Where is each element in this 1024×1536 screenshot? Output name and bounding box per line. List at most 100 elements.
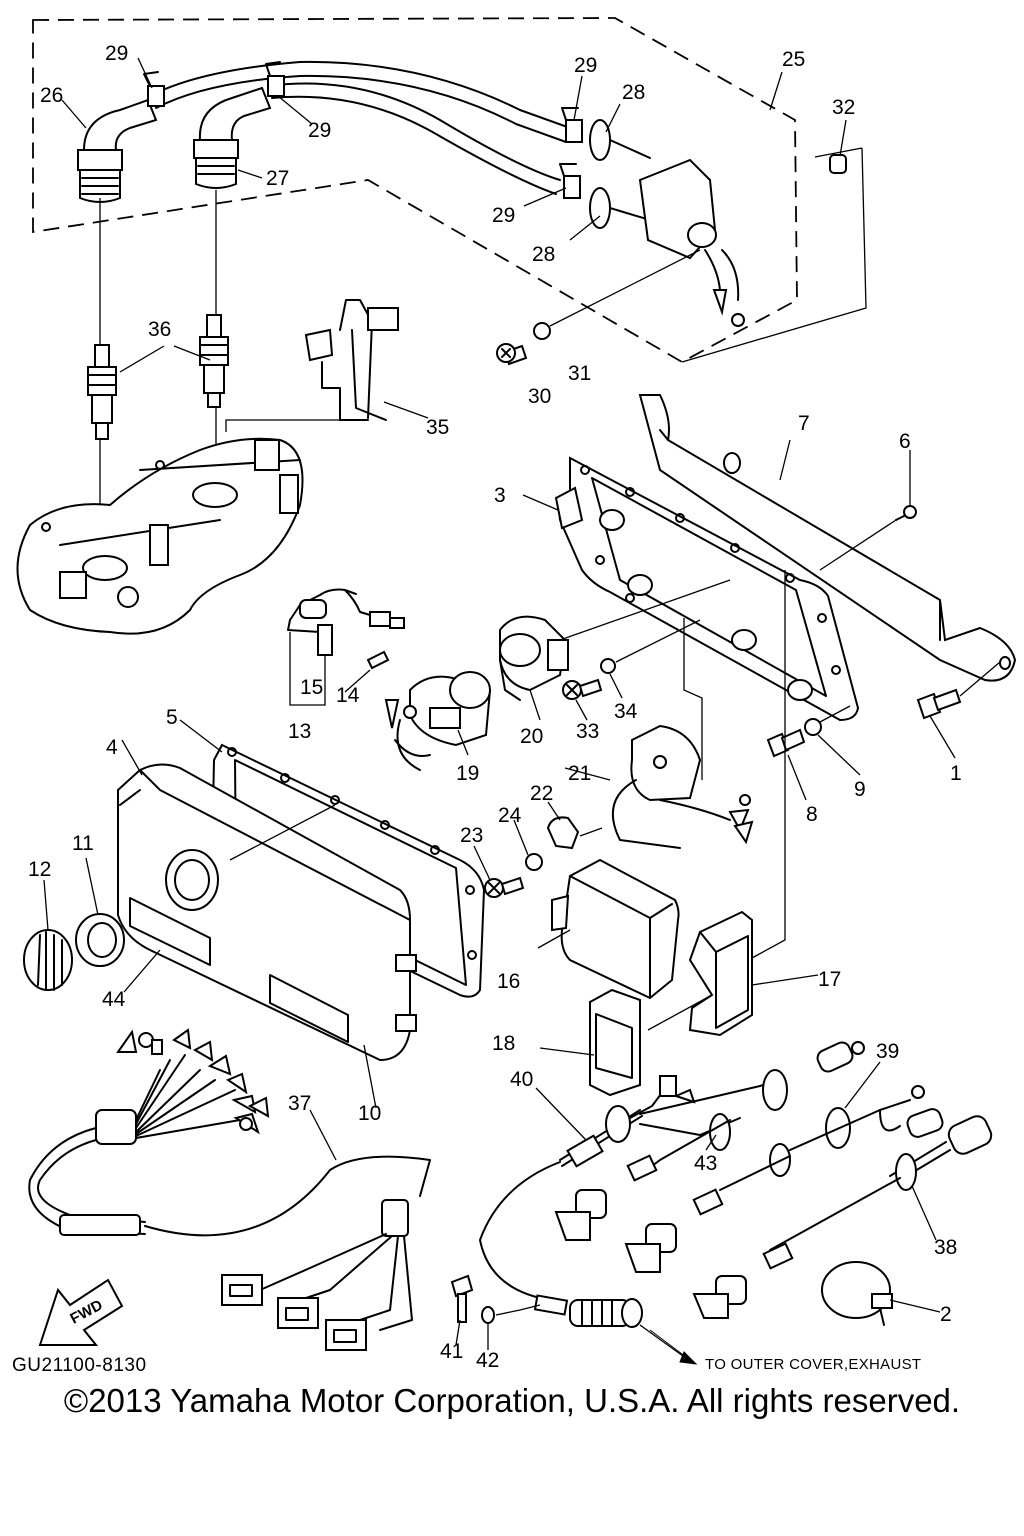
bracket-3 bbox=[554, 456, 860, 722]
callout-20: 20 bbox=[520, 725, 543, 748]
spark-plug-36-left bbox=[87, 344, 117, 440]
callout-1: 1 bbox=[950, 762, 962, 785]
coil-assembly-boundary bbox=[32, 17, 798, 364]
clamp-22 bbox=[546, 816, 580, 850]
wire-harness-37 bbox=[28, 1028, 431, 1351]
high-tension-lead-a bbox=[149, 60, 571, 129]
leader-lines bbox=[43, 57, 956, 1350]
bolt-6 bbox=[895, 505, 917, 521]
routing-arrow-line bbox=[639, 1324, 695, 1365]
coupler-21 bbox=[611, 724, 754, 849]
holder-17-line bbox=[647, 570, 786, 1031]
callout-4: 4 bbox=[106, 736, 118, 759]
callout-44: 44 bbox=[102, 988, 126, 1011]
grommet-28 bbox=[589, 119, 611, 229]
callout-28a: 28 bbox=[622, 81, 645, 104]
callout-22: 22 bbox=[530, 782, 553, 805]
cylinder-head bbox=[16, 437, 304, 635]
starter-relay-19 bbox=[384, 671, 492, 771]
spark-plug-cap-26 bbox=[77, 98, 158, 203]
callout-15: 15 bbox=[300, 676, 323, 699]
rectifier-line bbox=[559, 579, 731, 641]
callout-24: 24 bbox=[498, 804, 522, 827]
callout-13: 13 bbox=[288, 720, 311, 743]
routing-note: TO OUTER COVER,EXHAUST bbox=[705, 1356, 922, 1373]
callout-12: 12 bbox=[28, 858, 51, 881]
callout-29d: 29 bbox=[492, 204, 515, 227]
screw-30 bbox=[496, 343, 528, 366]
washer-31 bbox=[533, 322, 551, 340]
copyright-notice: ©2013 Yamaha Motor Corporation, U.S.A. A… bbox=[63, 1382, 961, 1419]
bolt-41 bbox=[450, 1274, 474, 1323]
sensor-lead-39 bbox=[624, 1085, 944, 1273]
callout-9: 9 bbox=[854, 778, 866, 801]
washer-9 bbox=[804, 718, 822, 736]
bolt-8-line bbox=[819, 705, 851, 723]
wire-lead-35 bbox=[304, 299, 399, 421]
fuse-holder-leader bbox=[289, 632, 371, 706]
sensor-lead-38 bbox=[692, 1115, 993, 1319]
callout-18: 18 bbox=[492, 1032, 515, 1055]
cover-4 bbox=[117, 763, 417, 1062]
routing-arrow bbox=[649, 1329, 698, 1365]
coil-bolt-line bbox=[549, 249, 701, 327]
reference-code: GU21100-8130 bbox=[12, 1355, 147, 1376]
callout-30: 30 bbox=[528, 385, 551, 408]
callout-8: 8 bbox=[806, 803, 818, 826]
washer-42 bbox=[481, 1306, 495, 1324]
callout-43: 43 bbox=[694, 1152, 717, 1175]
callout-31: 31 bbox=[568, 362, 591, 385]
cap-12 bbox=[23, 929, 73, 991]
callout-38: 38 bbox=[934, 1236, 957, 1259]
callout-28b: 28 bbox=[532, 243, 555, 266]
frame-boundary bbox=[681, 147, 867, 363]
callout-labels: 1 2 3 4 5 6 7 8 9 10 11 12 13 14 15 16 1… bbox=[28, 42, 962, 1372]
callout-26: 26 bbox=[40, 84, 63, 107]
tie-band-2 bbox=[821, 1261, 893, 1326]
callout-2: 2 bbox=[940, 1303, 952, 1326]
callout-17: 17 bbox=[818, 968, 841, 991]
bolt-1 bbox=[916, 688, 962, 720]
cover-screw-line bbox=[229, 804, 336, 861]
sensor-bolt-line bbox=[495, 1304, 541, 1316]
bolt-6-line bbox=[819, 519, 897, 571]
callout-7: 7 bbox=[798, 412, 810, 435]
callout-42: 42 bbox=[476, 1349, 499, 1372]
callout-35: 35 bbox=[426, 416, 449, 439]
callout-41: 41 bbox=[440, 1340, 463, 1363]
high-tension-lead-b bbox=[267, 82, 561, 181]
holder-18 bbox=[589, 988, 641, 1097]
high-tension-lead-a2 bbox=[155, 74, 567, 143]
screw-23 bbox=[484, 876, 525, 898]
lead-35-line bbox=[225, 419, 340, 432]
callout-3: 3 bbox=[494, 484, 506, 507]
callout-21: 21 bbox=[568, 762, 591, 785]
callout-29c: 29 bbox=[574, 54, 597, 77]
fwd-arrow-icon bbox=[38, 1278, 124, 1346]
callout-34: 34 bbox=[614, 700, 638, 723]
callout-23: 23 bbox=[460, 824, 483, 847]
callout-6: 6 bbox=[899, 430, 911, 453]
frame-7 bbox=[638, 394, 1017, 682]
screw-33-line bbox=[615, 619, 701, 663]
callout-16: 16 bbox=[497, 970, 520, 993]
callout-32: 32 bbox=[832, 96, 855, 119]
callout-33: 33 bbox=[576, 720, 599, 743]
callout-19: 19 bbox=[456, 762, 479, 785]
temperature-sensor bbox=[533, 1294, 643, 1328]
spark-plug-cap-27 bbox=[193, 86, 272, 189]
fuse-holder-13 bbox=[287, 588, 405, 633]
spark-plug-36-right bbox=[199, 314, 229, 408]
screw-33 bbox=[562, 678, 603, 700]
holder-17 bbox=[688, 910, 753, 1037]
bolt-8 bbox=[766, 728, 806, 758]
callout-29a: 29 bbox=[105, 42, 128, 65]
clip-29 bbox=[143, 61, 583, 199]
sensor-lead-40 bbox=[479, 1041, 865, 1301]
cdi-unit-16 bbox=[551, 858, 680, 1000]
callout-11: 11 bbox=[72, 832, 94, 855]
callout-10: 10 bbox=[358, 1102, 381, 1125]
callout-27: 27 bbox=[266, 167, 289, 190]
fuse-15 bbox=[317, 624, 333, 656]
